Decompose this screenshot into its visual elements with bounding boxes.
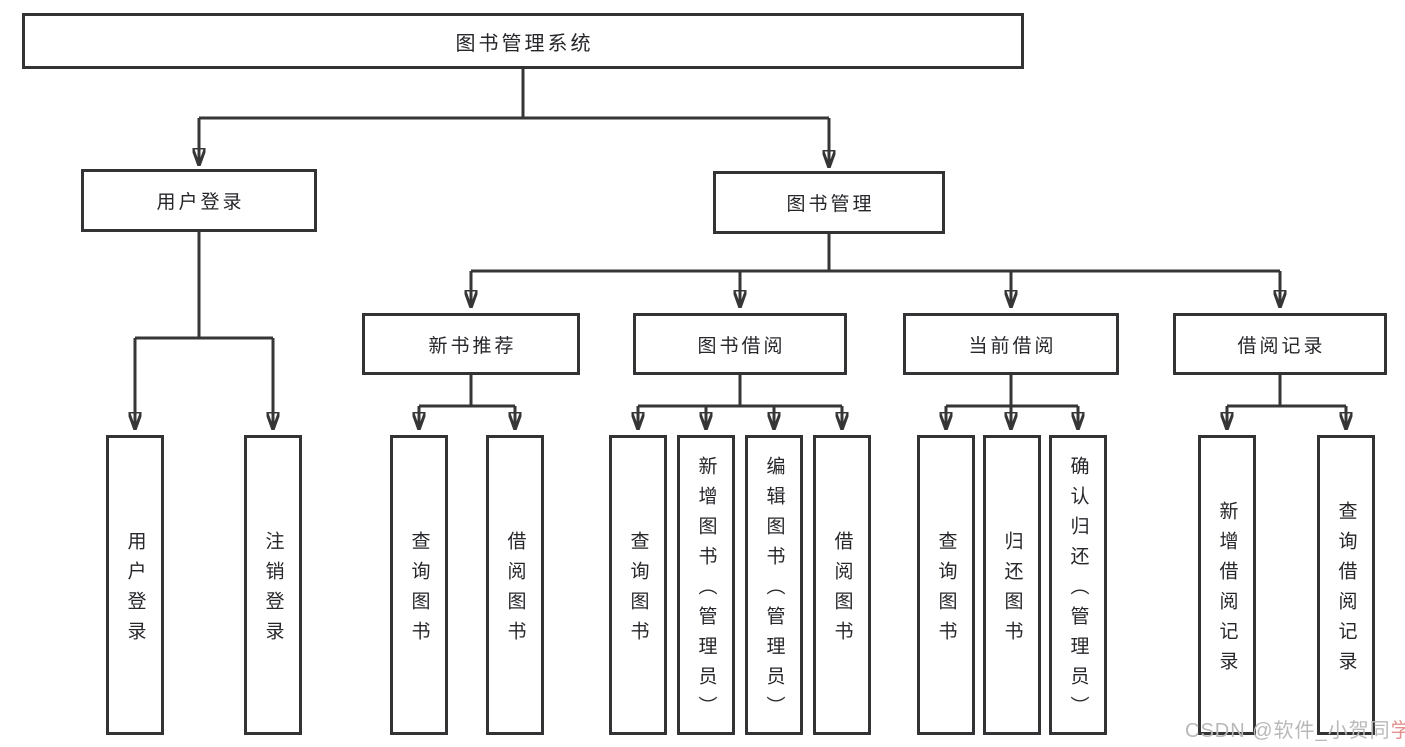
leaf-borrow-books-1: 借阅图书 xyxy=(486,435,544,735)
leaf-query-books-2-label: 查询图书 xyxy=(627,530,649,651)
leaf-edit-book-admin: 编辑图书（管理员） xyxy=(745,435,803,735)
node-root-label: 图书管理系统 xyxy=(455,32,594,55)
leaf-query-books-1-label: 查询图书 xyxy=(408,530,430,651)
node-root: 图书管理系统 xyxy=(22,13,1024,69)
leaf-query-books-3-label: 查询图书 xyxy=(935,530,957,651)
leaf-confirm-return-admin-label: 确认归还（管理员） xyxy=(1067,455,1089,726)
leaf-borrow-books-2: 借阅图书 xyxy=(813,435,871,735)
leaf-query-books-3: 查询图书 xyxy=(917,435,975,735)
node-user-login-label: 用户登录 xyxy=(156,192,245,213)
node-current-borrow-label: 当前借阅 xyxy=(968,335,1057,357)
leaf-add-book-admin: 新增图书（管理员） xyxy=(677,435,735,735)
leaf-add-book-admin-label: 新增图书（管理员） xyxy=(695,455,717,726)
leaf-user-login: 用户登录 xyxy=(106,435,164,735)
leaf-query-books-1: 查询图书 xyxy=(390,435,448,735)
leaf-borrow-books-1-label: 借阅图书 xyxy=(504,530,526,651)
leaf-query-borrow-record: 查询借阅记录 xyxy=(1317,435,1375,735)
leaf-return-book: 归还图书 xyxy=(983,435,1041,735)
leaf-borrow-books-2-label: 借阅图书 xyxy=(831,530,853,651)
leaf-logout: 注销登录 xyxy=(244,435,302,735)
leaf-return-book-label: 归还图书 xyxy=(1001,530,1023,651)
node-new-book-recommend: 新书推荐 xyxy=(362,313,580,375)
leaf-edit-book-admin-label: 编辑图书（管理员） xyxy=(763,455,785,726)
leaf-confirm-return-admin: 确认归还（管理员） xyxy=(1049,435,1107,735)
node-book-borrow-label: 图书借阅 xyxy=(697,335,786,357)
leaf-query-books-2: 查询图书 xyxy=(609,435,667,735)
node-book-borrow: 图书借阅 xyxy=(633,313,847,375)
node-user-login: 用户登录 xyxy=(81,169,317,232)
node-current-borrow: 当前借阅 xyxy=(903,313,1119,375)
node-borrow-records: 借阅记录 xyxy=(1173,313,1387,375)
leaf-logout-label: 注销登录 xyxy=(262,530,284,651)
leaf-user-login-label: 用户登录 xyxy=(124,530,146,651)
node-borrow-records-label: 借阅记录 xyxy=(1237,335,1326,357)
node-new-book-recommend-label: 新书推荐 xyxy=(428,335,517,357)
node-book-management: 图书管理 xyxy=(713,171,945,234)
node-book-management-label: 图书管理 xyxy=(786,194,875,215)
leaf-add-borrow-record: 新增借阅记录 xyxy=(1198,435,1256,735)
leaf-add-borrow-record-label: 新增借阅记录 xyxy=(1216,500,1238,681)
leaf-query-borrow-record-label: 查询借阅记录 xyxy=(1335,500,1357,681)
